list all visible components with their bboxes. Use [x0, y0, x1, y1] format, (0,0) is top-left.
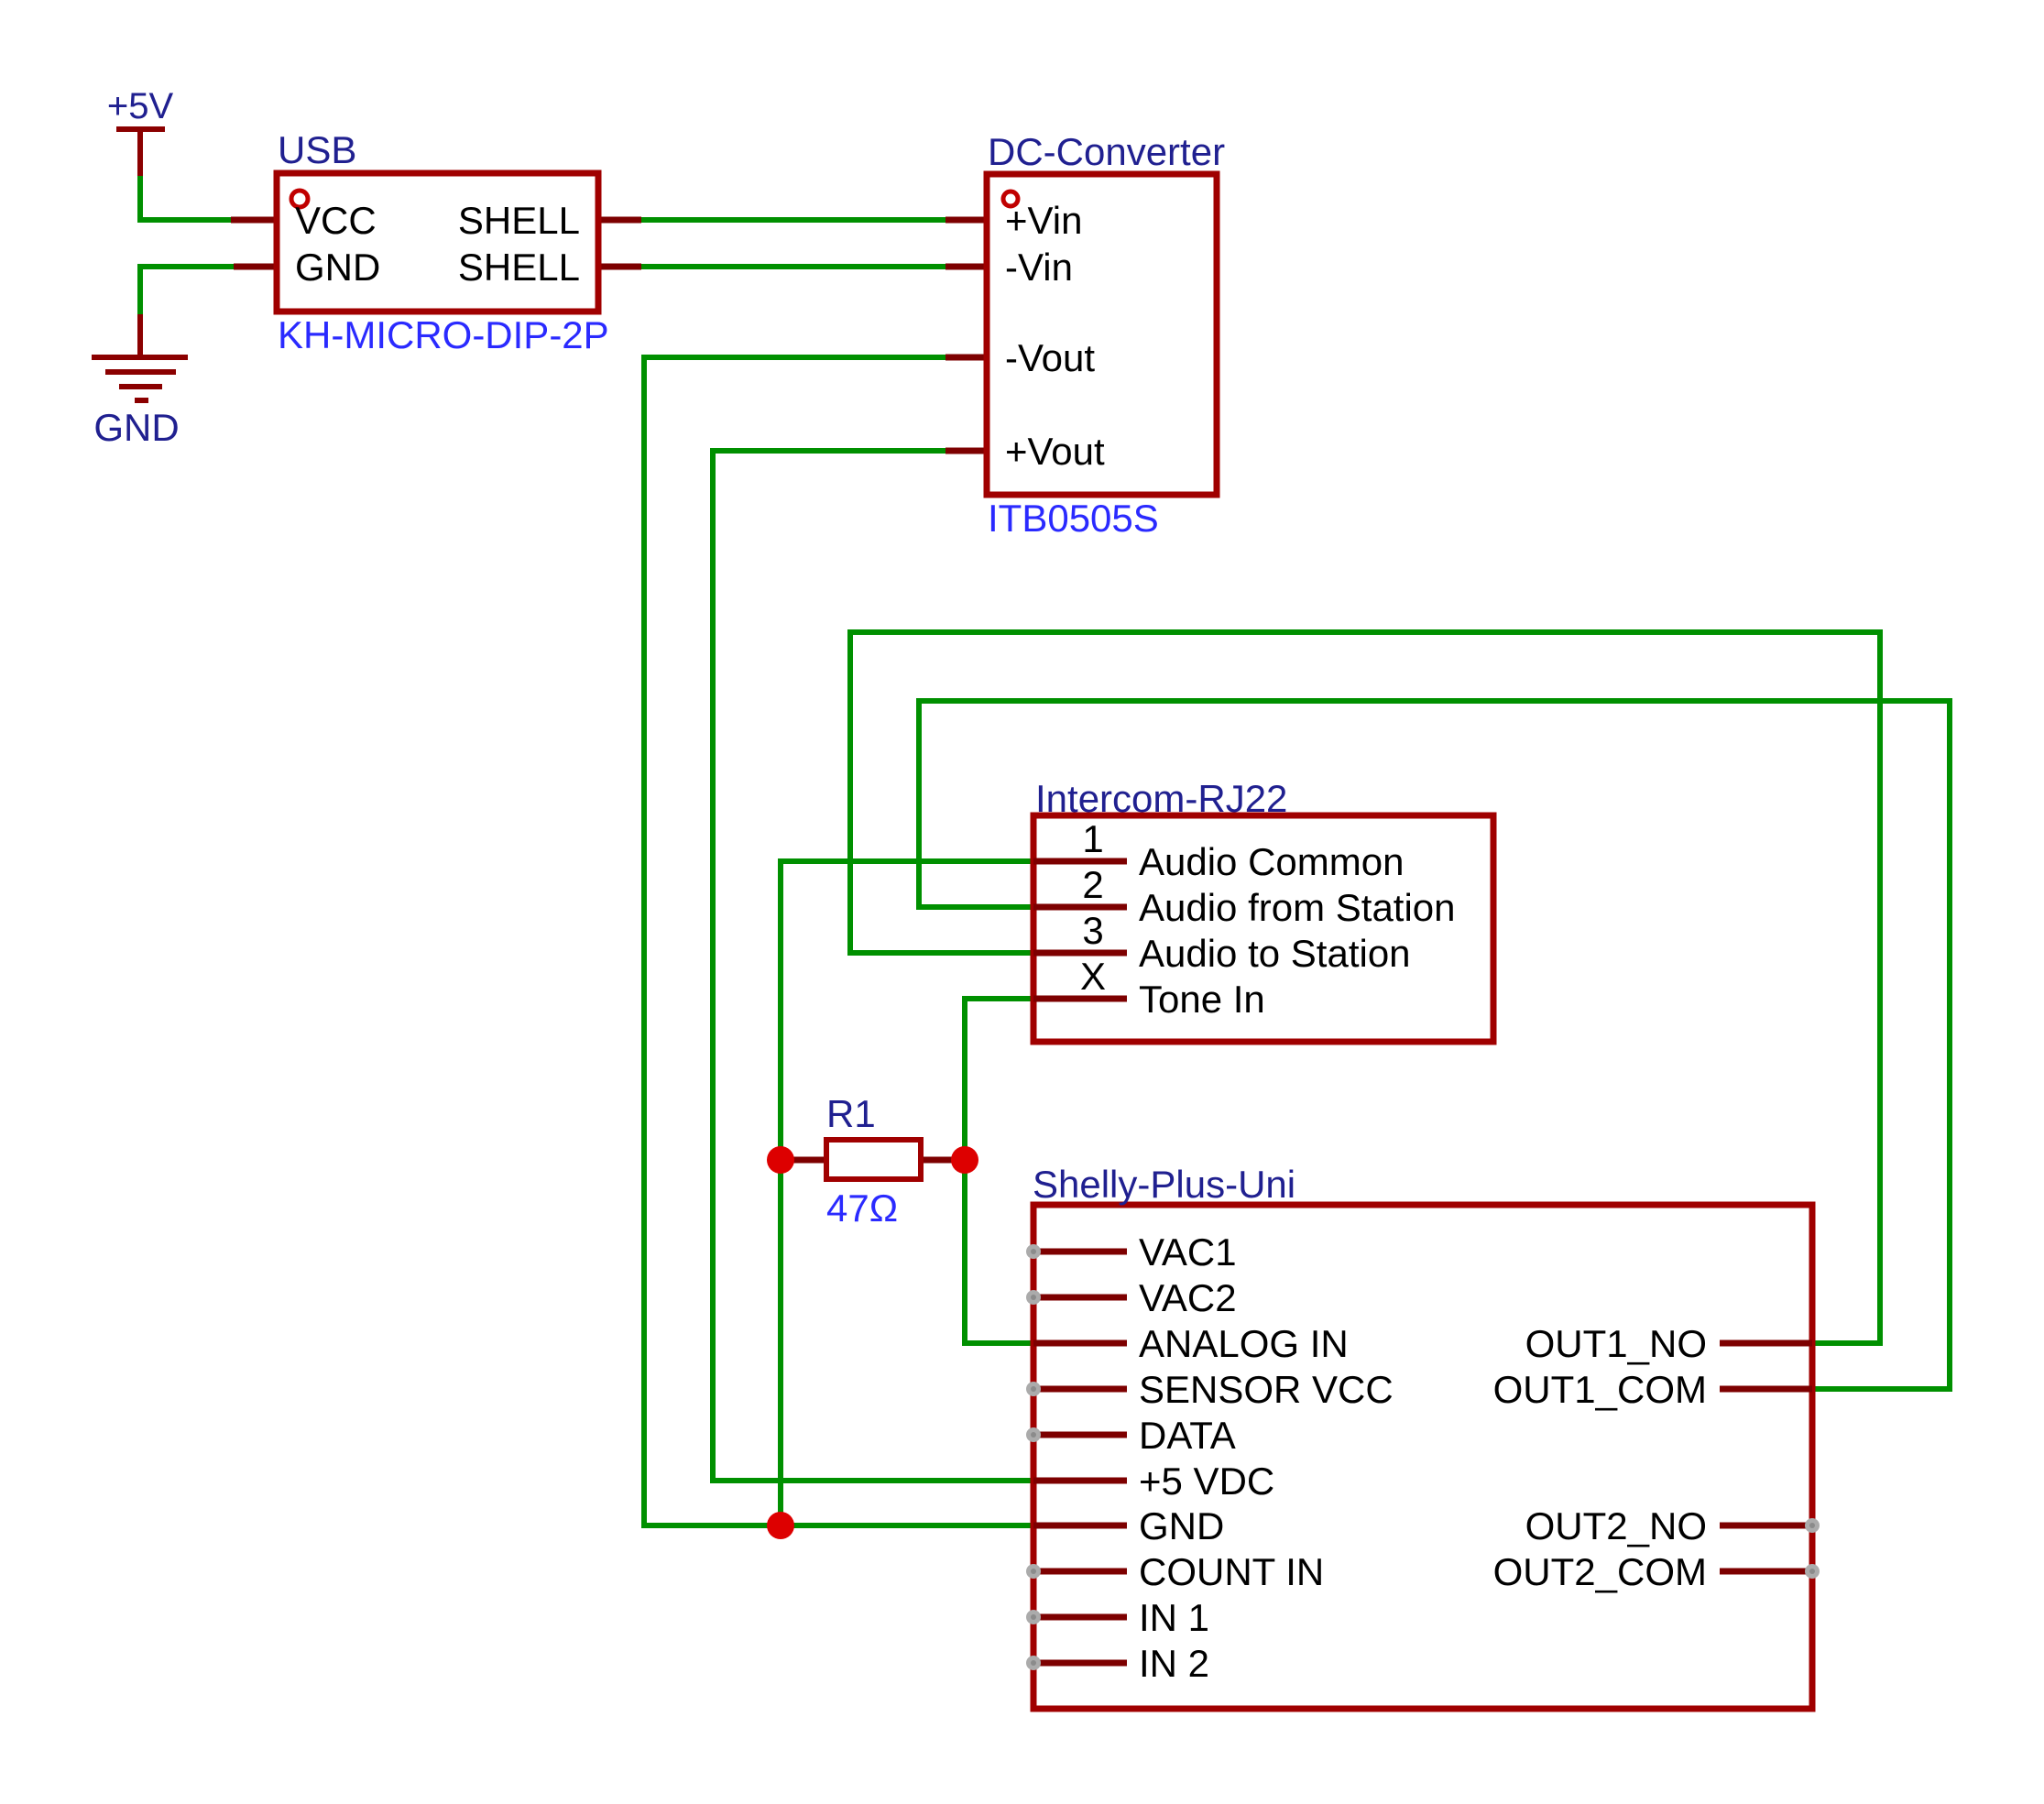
shelly-title: Shelly-Plus-Uni — [1033, 1163, 1295, 1206]
unconnected-dot-in1-core — [1031, 1614, 1036, 1620]
unconnected-dot-in2-core — [1031, 1660, 1036, 1666]
usb-part-number: KH-MICRO-DIP-2P — [278, 313, 609, 356]
junction-dot-r1-left — [767, 1146, 794, 1174]
unconnected-dot-vac1-core — [1031, 1249, 1036, 1254]
ground-symbol: GND — [92, 355, 188, 449]
shelly-pin-out2-com: OUT2_COM — [1493, 1550, 1707, 1593]
shelly-pin-out1-com: OUT1_COM — [1493, 1368, 1707, 1411]
unconnected-dot-out2-com-core — [1809, 1569, 1815, 1574]
r1-ref-label: R1 — [826, 1092, 876, 1135]
shelly-body — [1030, 1201, 1816, 1712]
unconnected-dot-count-in-core — [1031, 1569, 1036, 1574]
shelly-pin-data: DATA — [1139, 1414, 1236, 1457]
intercom-pin-number-1: 1 — [1082, 817, 1103, 860]
unconnected-dot-vac2-core — [1031, 1295, 1036, 1300]
shelly-pin-out1-no: OUT1_NO — [1525, 1322, 1707, 1365]
usb-pin-vcc: VCC — [295, 199, 377, 242]
shelly-pin-in1: IN 1 — [1139, 1596, 1209, 1639]
wires — [137, 129, 1952, 1528]
usb-body — [273, 169, 602, 315]
net-tonein-r1-analogin — [962, 996, 1033, 1346]
r1-value-label: 47Ω — [826, 1186, 898, 1230]
dc-pin-vin-minus: -Vin — [1005, 246, 1073, 289]
shelly-pin-vac2: VAC2 — [1139, 1276, 1237, 1319]
usb-connector: USB KH-MICRO-DIP-2P VCC GND SHELL SHELL — [273, 128, 609, 356]
power-5v-symbol: +5V — [107, 86, 174, 132]
shelly-pin-analog-in: ANALOG IN — [1139, 1322, 1349, 1365]
intercom-pin-tone-in: Tone In — [1139, 978, 1265, 1021]
unconnected-dot-sensor-vcc-core — [1031, 1386, 1036, 1392]
net-audio-to-station-out1no — [847, 629, 1883, 1346]
unconnected-dot-data-core — [1031, 1432, 1036, 1438]
usb-pin-gnd: GND — [295, 246, 380, 289]
net-audio-from-station-out1com — [916, 698, 1952, 1392]
intercom-pin-number-x: X — [1080, 955, 1106, 998]
junction-dots — [767, 1146, 978, 1539]
intercom-pin-number-2: 2 — [1082, 863, 1103, 906]
net-vout-plus-to-5vdc — [710, 448, 1033, 1483]
net-gnd-to-usb — [137, 264, 234, 314]
dc-pin-vin-plus: +Vin — [1005, 199, 1082, 242]
shelly-pin-vac1: VAC1 — [1139, 1230, 1237, 1274]
shelly-pin-sensor-vcc: SENSOR VCC — [1139, 1368, 1394, 1411]
shelly-plus-uni: Shelly-Plus-Uni VAC1 VAC2 ANALOG IN SENS… — [1030, 1163, 1816, 1712]
intercom-title: Intercom-RJ22 — [1035, 777, 1287, 820]
intercom-pin-audio-common: Audio Common — [1139, 840, 1404, 883]
shelly-pin-gnd: GND — [1139, 1504, 1224, 1547]
usb-pin1-marker — [289, 188, 311, 210]
intercom-body — [1030, 812, 1497, 1045]
dc-converter-body — [983, 170, 1220, 498]
intercom-pin-number-3: 3 — [1082, 909, 1103, 952]
dc-converter-pin1-marker — [1000, 189, 1021, 209]
shelly-pin-count-in: COUNT IN — [1139, 1550, 1324, 1593]
usb-pin-shell-top: SHELL — [458, 199, 580, 242]
usb-pin-shell-bottom: SHELL — [458, 246, 580, 289]
shelly-pin-out2-no: OUT2_NO — [1525, 1504, 1707, 1547]
unconnected-pin-dots — [1026, 1244, 1820, 1670]
ground-label: GND — [93, 406, 179, 449]
intercom-pin-audio-to-station: Audio to Station — [1139, 932, 1411, 975]
shelly-pin-in2: IN 2 — [1139, 1642, 1209, 1685]
junction-dot-r1-right — [951, 1146, 978, 1174]
dc-converter-part-number: ITB0505S — [988, 497, 1159, 540]
dc-pin-vout-plus: +Vout — [1005, 430, 1105, 473]
r1-body — [824, 1137, 924, 1182]
dc-pin-vout-minus: -Vout — [1005, 336, 1095, 379]
junction-dot-gnd-net — [767, 1512, 794, 1539]
dc-converter: DC-Converter ITB0505S +Vin -Vin -Vout +V… — [983, 130, 1225, 540]
net-5v-to-vcc — [137, 176, 231, 223]
resistor-r1: R1 47Ω — [781, 1092, 965, 1230]
net-audio-common-r1-gnd — [778, 858, 1033, 1525]
shelly-pin-5vdc: +5 VDC — [1139, 1460, 1274, 1503]
unconnected-dot-out2-no-core — [1809, 1523, 1815, 1528]
power-5v-label: +5V — [107, 86, 174, 126]
usb-title: USB — [278, 128, 356, 171]
dc-converter-title: DC-Converter — [988, 130, 1225, 173]
net-vout-minus-to-gnd — [641, 355, 1033, 1528]
intercom-pin-audio-from-station: Audio from Station — [1139, 886, 1456, 929]
intercom-rj22: Intercom-RJ22 1 2 3 X Audio Common Audio… — [1030, 777, 1497, 1045]
